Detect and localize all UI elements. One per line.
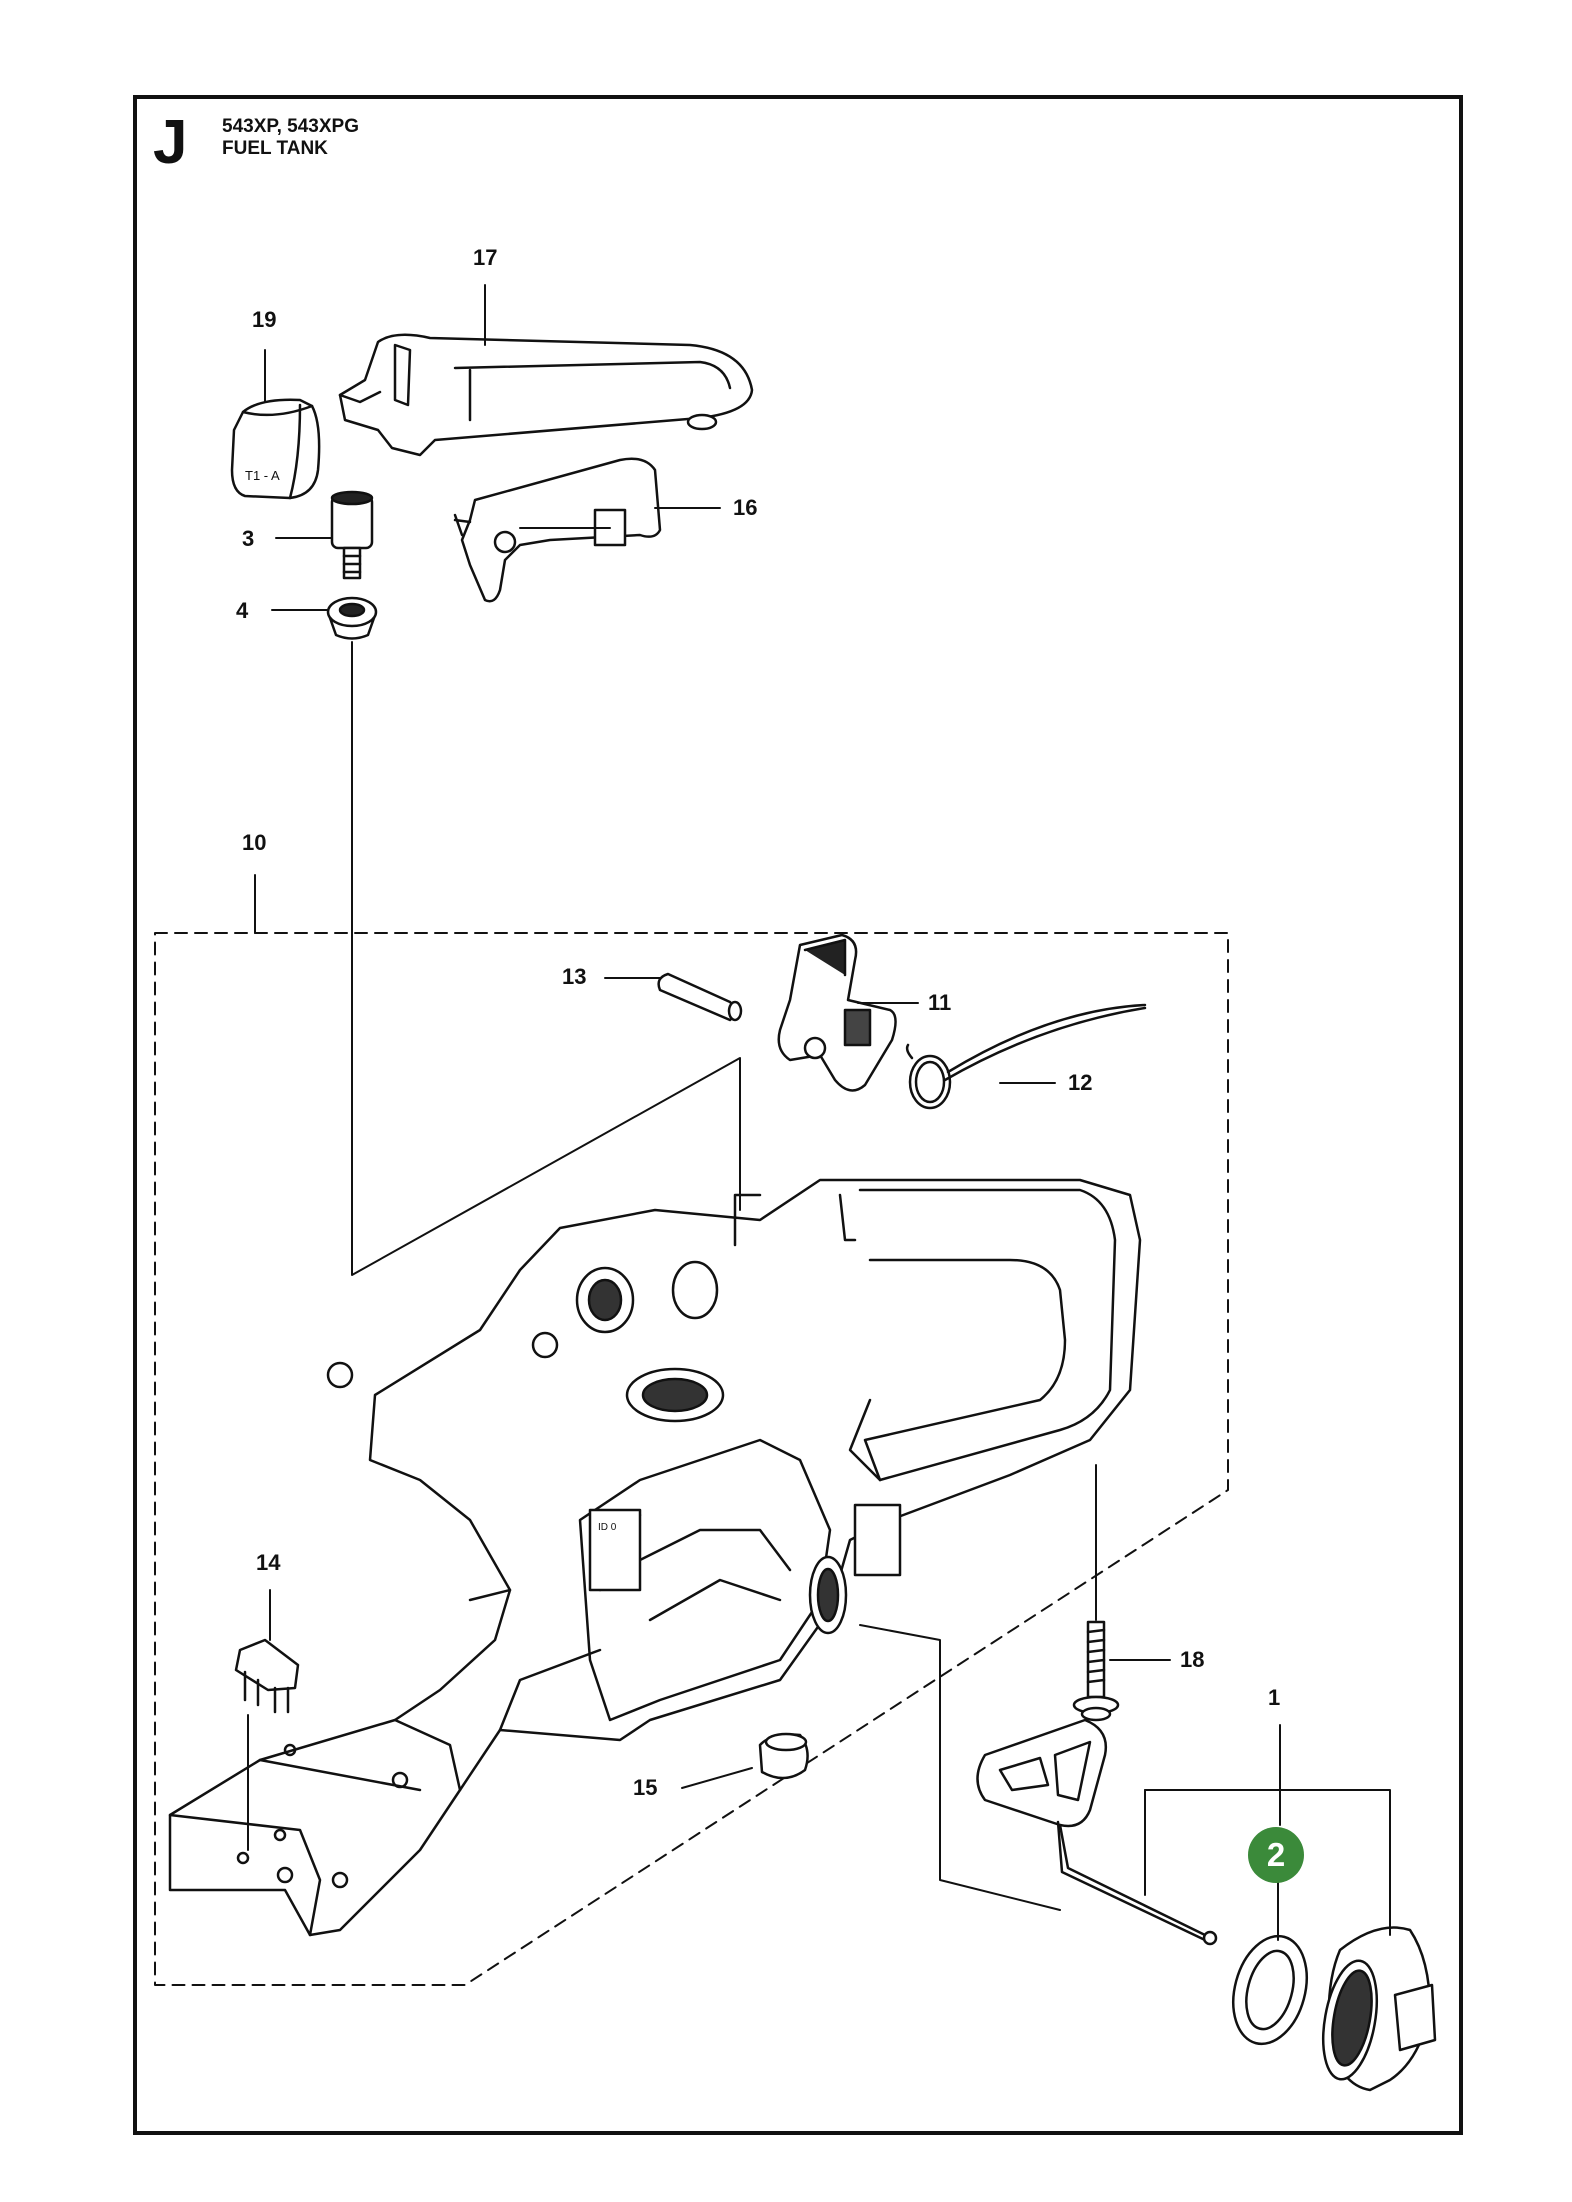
callout-17: 17 [473,245,498,270]
callout-4: 4 [236,598,249,623]
highlight-badge-2[interactable]: 2 [1248,1827,1304,1883]
callout-16: 16 [733,495,758,520]
callout-10: 10 [242,830,267,855]
callout-13: 13 [562,964,587,989]
fuel-filter [976,1718,1218,1946]
svg-text:T1 - A: T1 - A [245,468,280,483]
callout-3: 3 [242,526,255,551]
callout-15: 15 [633,1775,658,1800]
leader-15 [681,1767,753,1789]
fuel-tank-10: ID 0 [168,1178,1142,1937]
leader-hose [859,1624,1061,1911]
model-line: 543XP, 543XPG [222,116,359,137]
fuel-cap [1322,1926,1437,2092]
callout-12: 12 [1068,1070,1093,1095]
callout-1: 1 [1268,1685,1281,1710]
lever-16 [453,457,662,603]
section-letter: J [153,108,188,177]
title-block: 543XP, 543XPG FUEL TANK [222,116,359,160]
callout-19: 19 [252,307,277,332]
stud-14 [234,1638,300,1714]
leader-4-to-tank [351,641,741,1276]
cap-19: T1 - A [230,398,321,500]
spring-12 [905,1003,1147,1110]
svg-text:ID 0: ID 0 [598,1522,617,1533]
callout-11: 11 [928,990,952,1015]
handle-cover-17 [338,333,754,457]
callout-14: 14 [256,1550,281,1575]
pin-13 [657,972,743,1022]
screw-18 [1072,1620,1120,1722]
assembly-boundary-10 [154,932,1229,1986]
diagram-frame [133,95,1463,2135]
section-title: FUEL TANK [222,138,328,159]
grommet-4 [326,596,378,640]
plug-15 [758,1732,809,1780]
callout-18: 18 [1180,1647,1205,1672]
washer-2 [1232,1934,1308,2046]
trigger-11 [777,933,897,1092]
plunger-3 [330,490,374,580]
